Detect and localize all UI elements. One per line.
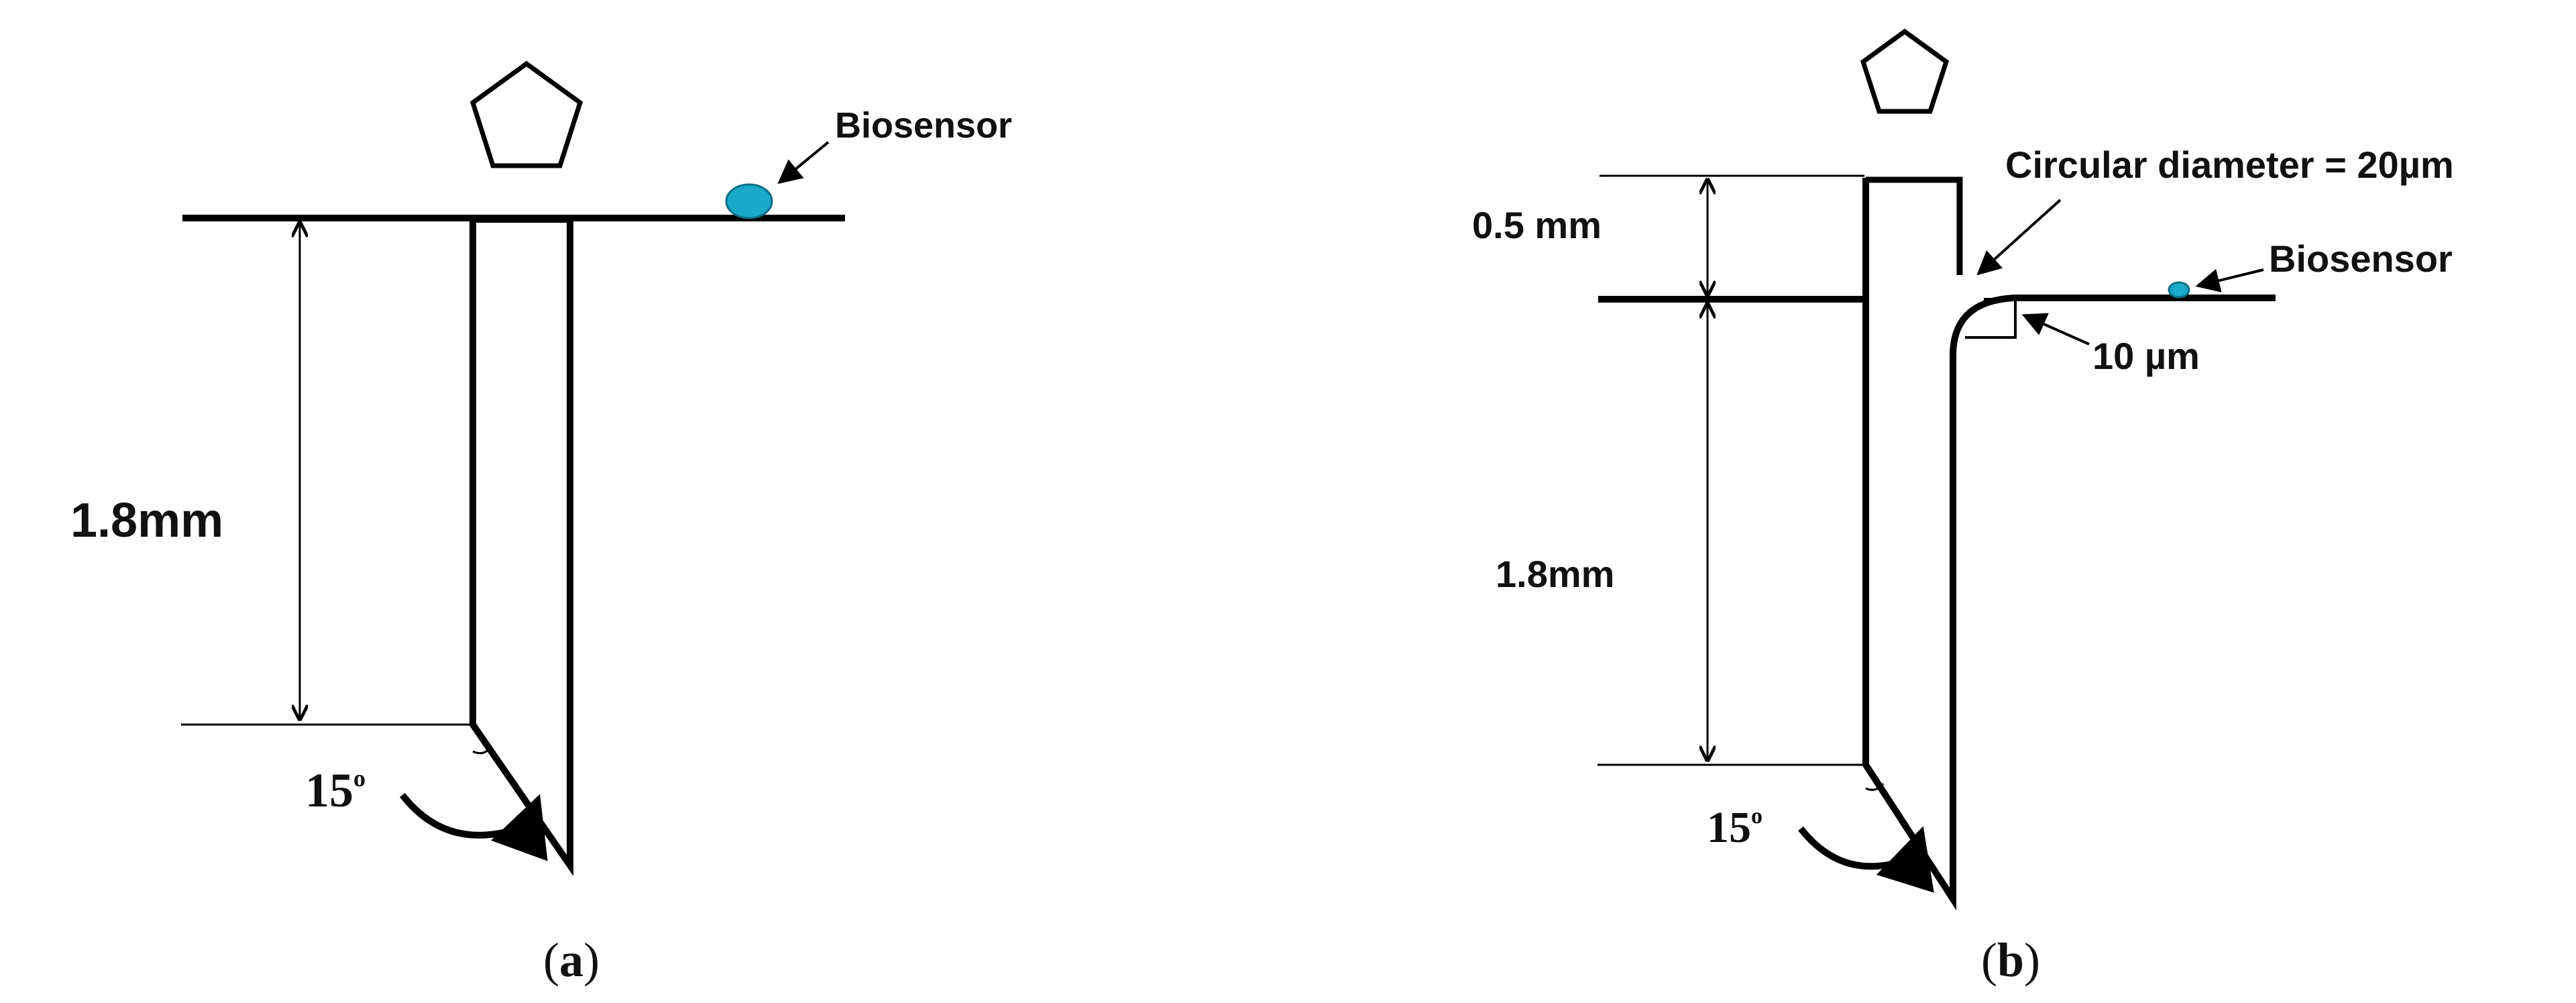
depth-label: 1.8mm [1496,553,1614,595]
angle-value: 15 [305,763,353,817]
radius-pointer-arrow [2021,313,2090,346]
angle-label: 15o [1707,803,1762,852]
angle-degree-mark: o [1751,804,1762,829]
pentagon-icon [1860,28,1950,114]
panel-b-caption: (b) [1981,933,2040,987]
angle-degree-mark: o [353,765,366,792]
biosensor-pointer-arrow [777,141,830,184]
biosensor-dot [725,183,773,219]
caption-close-paren: ) [583,933,600,987]
panel-a: 1.8mm 15o Biosensor (a) [70,60,1012,987]
needle-outline [1862,178,2016,910]
diameter-label: Circular diameter = 20µm [2005,144,2454,186]
needle-cap [1866,176,1963,275]
angle-rotation-arrow [1798,826,1934,893]
caption-close-paren: ) [2024,933,2040,987]
angle-value: 15 [1707,803,1751,852]
biosensor-label: Biosensor [2269,237,2453,280]
biosensor-dot [2168,281,2190,299]
caption-letter: a [559,933,583,987]
panel-b: 0.5 mm 1.8mm Circular diameter = 20µm 10… [1472,28,2454,987]
fillet-radius-box [1965,298,2017,339]
angle-arc [472,745,493,755]
radius-label: 10 µm [2092,335,2200,377]
biosensor-pointer-arrow [2195,268,2264,293]
biosensor-label: Biosensor [835,105,1012,146]
angle-rotation-arrow [400,792,548,861]
depth-label: 1.8mm [70,494,223,547]
panel-a-caption: (a) [543,933,600,987]
caption-letter: b [1997,933,2024,987]
pentagon-icon [469,60,583,168]
caption-open-paren: ( [1981,933,1997,987]
caption-open-paren: ( [543,933,559,987]
angle-label: 15o [305,763,366,817]
angle-arc [1865,783,1885,791]
needle-outline [469,218,573,877]
top-gap-label: 0.5 mm [1472,204,1602,246]
diameter-pointer-arrow [1976,199,2062,276]
